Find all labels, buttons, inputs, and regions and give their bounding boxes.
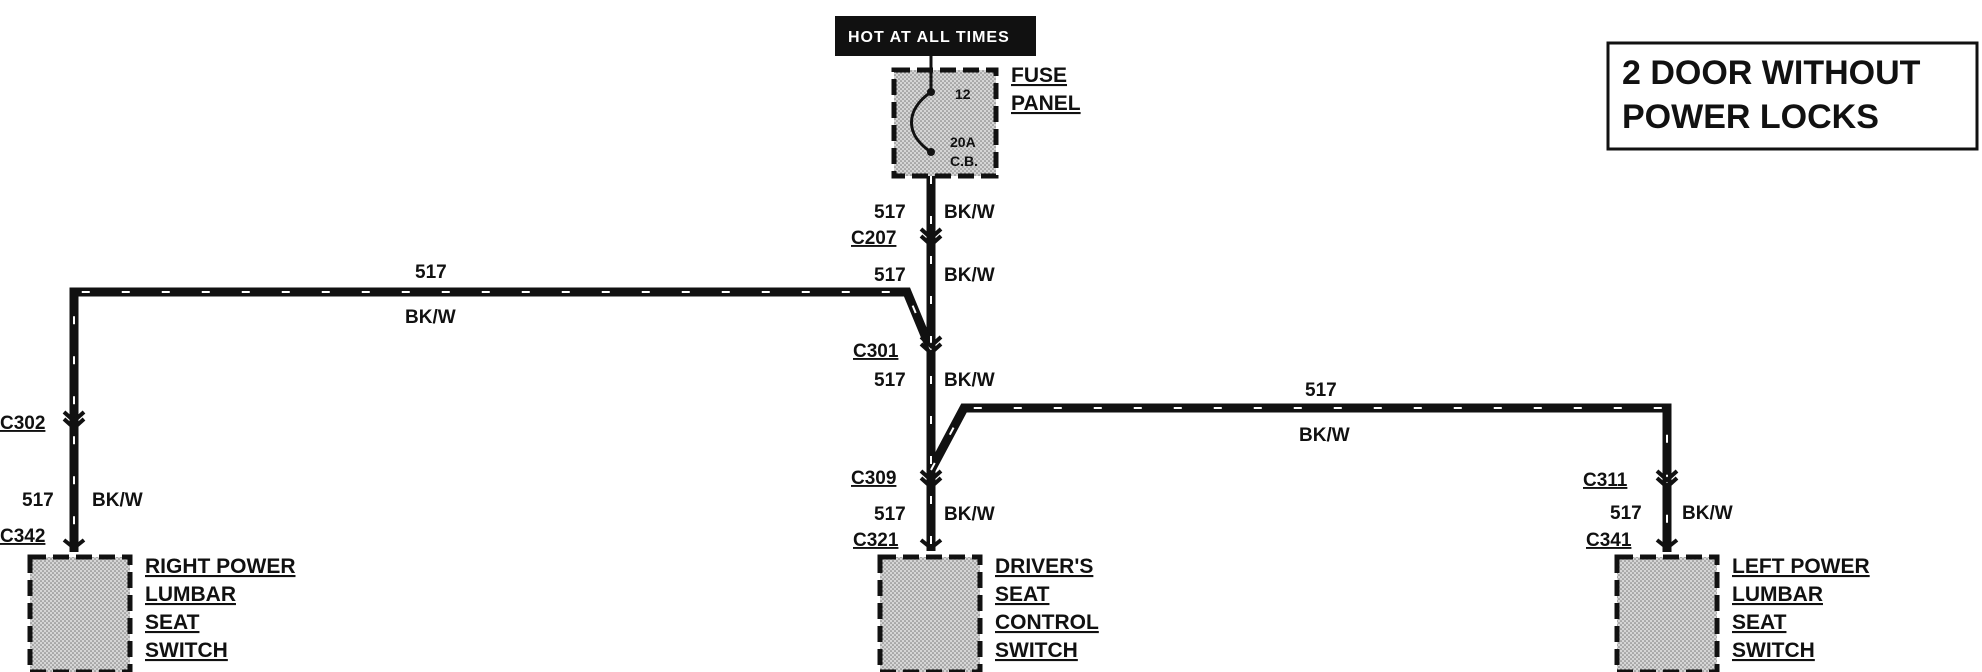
wire-label-color-right-drop: BK/W xyxy=(92,490,143,511)
connector-c341: C341 xyxy=(1586,530,1632,551)
c321-symbol xyxy=(919,538,943,551)
connector-c321: C321 xyxy=(853,530,899,551)
wire-label-circuit-left-drop: 517 xyxy=(1610,503,1642,524)
right-lumbar-switch-box xyxy=(27,554,133,672)
svg-text:SWITCH: SWITCH xyxy=(1732,639,1815,662)
c301-symbol xyxy=(919,335,943,356)
connector-c302: C302 xyxy=(0,413,45,434)
fuse-number: 12 xyxy=(955,86,971,102)
wire-label-color-1: BK/W xyxy=(944,202,995,223)
c207-symbol xyxy=(919,227,943,248)
svg-text:SEAT: SEAT xyxy=(1732,611,1787,634)
c309-symbol xyxy=(919,469,943,490)
svg-text:DRIVER'S: DRIVER'S xyxy=(995,555,1093,578)
driver-seat-switch-box xyxy=(877,554,983,672)
wire-label-circuit-right: 517 xyxy=(415,262,447,283)
wire-label-circuit-3: 517 xyxy=(874,370,906,391)
wire-label-color-left-drop: BK/W xyxy=(1682,503,1733,524)
wire-label-color-right: BK/W xyxy=(405,307,456,328)
fuse-rating: 20A xyxy=(950,134,976,150)
connector-c301: C301 xyxy=(853,341,899,362)
title-line-1: 2 DOOR WITHOUT xyxy=(1622,54,1921,92)
wire-label-circuit-4: 517 xyxy=(874,504,906,525)
power-source-text: HOT AT ALL TIMES xyxy=(848,29,1010,46)
wire-label-circuit-right-drop: 517 xyxy=(22,490,54,511)
svg-text:SEAT: SEAT xyxy=(145,611,200,634)
left-lumbar-switch-label: LEFT POWER LUMBAR SEAT SWITCH xyxy=(1732,555,1870,662)
fuse-panel-label-2: PANEL xyxy=(1011,92,1081,115)
wire-label-color-4: BK/W xyxy=(944,504,995,525)
svg-text:LUMBAR: LUMBAR xyxy=(145,583,236,606)
c342-symbol xyxy=(62,538,86,551)
fuse-type: C.B. xyxy=(950,153,978,169)
connector-c342: C342 xyxy=(0,526,45,547)
wire-label-circuit-1: 517 xyxy=(874,202,906,223)
fuse-panel-label-1: FUSE xyxy=(1011,64,1067,87)
circuit-breaker-icon xyxy=(910,90,932,154)
wire-label-circuit-left: 517 xyxy=(1305,380,1337,401)
svg-text:RIGHT POWER: RIGHT POWER xyxy=(145,555,296,578)
driver-seat-switch-label: DRIVER'S SEAT CONTROL SWITCH xyxy=(995,555,1099,662)
left-lumbar-switch-box xyxy=(1614,554,1720,672)
wire-label-color-2: BK/W xyxy=(944,265,995,286)
power-source-label: HOT AT ALL TIMES xyxy=(835,16,1036,56)
connector-symbols xyxy=(62,227,1679,551)
c302-symbol xyxy=(62,410,86,431)
wire-right-branch xyxy=(69,287,936,552)
wire-label-color-left: BK/W xyxy=(1299,425,1350,446)
fuse-panel: 12 20A C.B. xyxy=(891,56,999,179)
svg-text:SWITCH: SWITCH xyxy=(995,639,1078,662)
svg-text:SWITCH: SWITCH xyxy=(145,639,228,662)
connector-c207: C207 xyxy=(851,228,896,249)
c311-symbol xyxy=(1655,469,1679,490)
wire-label-color-3: BK/W xyxy=(944,370,995,391)
svg-text:LUMBAR: LUMBAR xyxy=(1732,583,1823,606)
title-line-2: POWER LOCKS xyxy=(1622,98,1879,136)
connector-c309: C309 xyxy=(851,468,896,489)
right-lumbar-switch-label: RIGHT POWER LUMBAR SEAT SWITCH xyxy=(145,555,296,662)
c341-symbol xyxy=(1655,538,1679,551)
svg-text:LEFT POWER: LEFT POWER xyxy=(1732,555,1870,578)
connector-c311: C311 xyxy=(1583,470,1628,491)
svg-text:CONTROL: CONTROL xyxy=(995,611,1099,634)
title-box: 2 DOOR WITHOUT POWER LOCKS xyxy=(1606,41,1979,151)
fuse-terminal-bottom xyxy=(927,148,935,156)
svg-text:SEAT: SEAT xyxy=(995,583,1050,606)
wire-label-circuit-2: 517 xyxy=(874,265,906,286)
